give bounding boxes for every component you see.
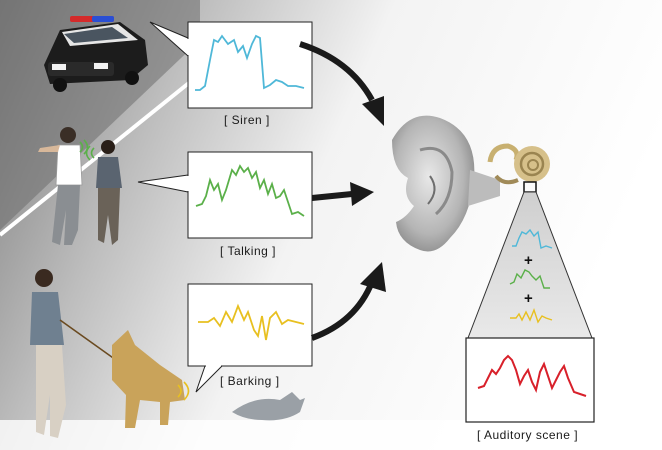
auditory-scene-waveform xyxy=(477,354,587,397)
siren-waveform xyxy=(195,34,305,91)
ground-fade xyxy=(0,420,662,450)
barking-waveform xyxy=(198,303,305,341)
woman-walking-dog-icon xyxy=(30,269,190,438)
auditory-scene-label: [ Auditory scene ] xyxy=(477,428,579,442)
barking-label: [ Barking ] xyxy=(220,374,280,388)
auditory-scene-box xyxy=(465,337,595,423)
mini-siren-waveform xyxy=(512,228,553,249)
mini-barking-waveform xyxy=(510,307,553,324)
mini-talking-waveform xyxy=(509,269,550,289)
curb-line xyxy=(0,68,207,237)
arrow-talking-to-ear xyxy=(311,182,374,206)
cat-icon xyxy=(232,392,305,421)
talking-label: [ Talking ] xyxy=(220,244,276,258)
talking-waveform xyxy=(195,164,305,217)
siren-label: [ Siren ] xyxy=(224,113,270,127)
plus-sign: + xyxy=(524,290,533,307)
plus-sign: + xyxy=(524,252,533,269)
arrow-siren-to-ear xyxy=(299,41,384,126)
barking-callout xyxy=(187,283,313,393)
police-car-icon xyxy=(44,16,148,92)
cochlea-icon xyxy=(487,143,550,193)
walking-couple-icon xyxy=(38,127,122,245)
ear-icon xyxy=(392,115,500,252)
arrow-barking-to-ear xyxy=(310,262,386,341)
talking-callout xyxy=(137,151,313,239)
